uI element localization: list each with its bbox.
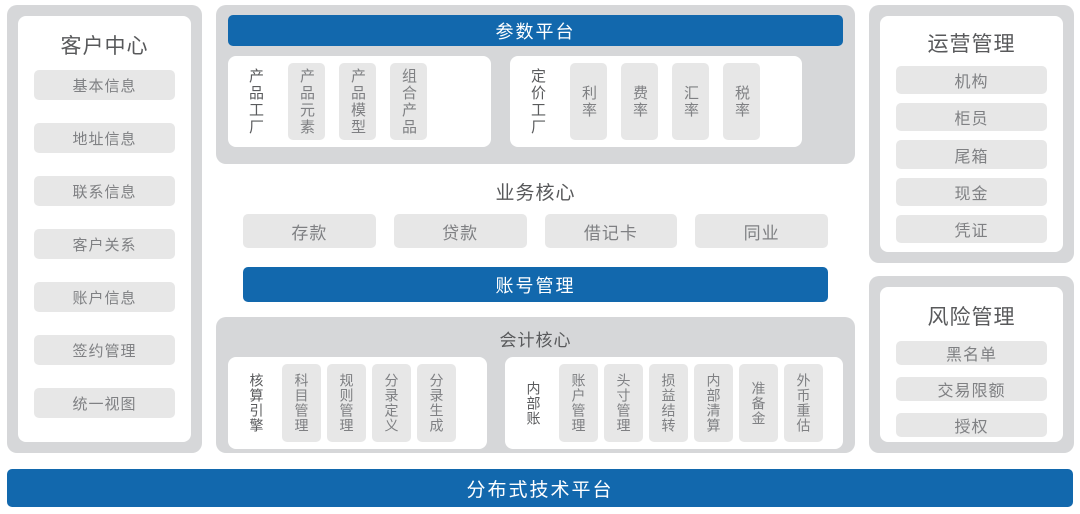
rule-management-chip[interactable]: 规则管理 [327, 364, 366, 442]
risk-management-title: 风险管理 [927, 306, 1016, 329]
product-factory-group: 产品工厂 产品元素 产品模型 组合产品 [228, 56, 491, 147]
business-core-item-interbank[interactable]: 同业 [695, 214, 828, 248]
accounting-core-title: 会计核心 [499, 331, 572, 350]
product-element-chip[interactable]: 产品元素 [288, 63, 325, 140]
customer-center-item-basic-info[interactable]: 基本信息 [34, 70, 175, 100]
accounting-core-groups: 核算引擎 科目管理 规则管理 分录定义 分录生成 内部账 账户管理 头寸管理 损… [228, 357, 843, 449]
customer-center-card: 客户中心 基本信息 地址信息 联系信息 客户关系 账户信息 签约管理 统一视图 [18, 16, 191, 442]
business-core-items: 存款 贷款 借记卡 同业 [216, 214, 855, 248]
business-core-item-deposit[interactable]: 存款 [243, 214, 376, 248]
operations-item-voucher[interactable]: 凭证 [896, 214, 1047, 244]
customer-center-item-contract-management[interactable]: 签约管理 [34, 335, 175, 365]
product-factory-label: 产品工厂 [247, 67, 264, 136]
operations-item-teller[interactable]: 柜员 [896, 103, 1047, 132]
customer-center-item-unified-view[interactable]: 统一视图 [34, 388, 175, 418]
customer-center-panel: 客户中心 基本信息 地址信息 联系信息 客户关系 账户信息 签约管理 统一视图 [7, 5, 202, 453]
business-core-item-loan[interactable]: 贷款 [393, 214, 527, 248]
business-core-item-debit-card[interactable]: 借记卡 [544, 214, 678, 248]
parameter-platform-title-bar[interactable]: 参数平台 [228, 15, 843, 46]
accounting-engine-group: 核算引擎 科目管理 规则管理 分录定义 分录生成 [228, 357, 487, 449]
parameter-platform-groups: 产品工厂 产品元素 产品模型 组合产品 定价工厂 利率 费率 汇率 税率 [228, 56, 843, 147]
operations-item-organization[interactable]: 机构 [896, 66, 1047, 95]
operations-management-panel: 运营管理 机构 柜员 尾箱 现金 凭证 [869, 5, 1074, 263]
customer-center-item-address-info[interactable]: 地址信息 [34, 123, 175, 153]
exchange-rate-chip[interactable]: 汇率 [672, 63, 709, 140]
accounting-core-panel: 会计核心 核算引擎 科目管理 规则管理 分录定义 分录生成 内部账 账户管理 头… [216, 317, 855, 453]
provision-chip[interactable]: 准备金 [739, 364, 778, 442]
tax-rate-chip[interactable]: 税率 [723, 63, 760, 140]
business-core-title: 业务核心 [495, 183, 576, 204]
internal-account-group: 内部账 账户管理 头寸管理 损益结转 内部清算 准备金 外币重估 [505, 357, 843, 449]
foreign-currency-revaluation-chip[interactable]: 外币重估 [784, 364, 823, 442]
account-management-chip[interactable]: 账户管理 [559, 364, 598, 442]
risk-management-card: 风险管理 黑名单 交易限额 授权 [880, 287, 1063, 442]
subject-management-chip[interactable]: 科目管理 [282, 364, 321, 442]
product-model-chip[interactable]: 产品模型 [339, 63, 376, 140]
risk-item-transaction-limit[interactable]: 交易限额 [896, 377, 1047, 401]
internal-clearing-chip[interactable]: 内部清算 [694, 364, 733, 442]
operations-item-cash-box[interactable]: 尾箱 [896, 140, 1047, 169]
risk-management-panel: 风险管理 黑名单 交易限额 授权 [869, 276, 1074, 453]
operations-management-title: 运营管理 [927, 33, 1016, 56]
distributed-technology-platform-bar[interactable]: 分布式技术平台 [7, 469, 1073, 507]
combined-product-chip[interactable]: 组合产品 [390, 63, 427, 140]
customer-center-item-contact-info[interactable]: 联系信息 [34, 176, 175, 206]
profit-loss-carryover-chip[interactable]: 损益结转 [649, 364, 688, 442]
entry-generation-chip[interactable]: 分录生成 [417, 364, 456, 442]
account-management-bar[interactable]: 账号管理 [243, 267, 828, 302]
customer-center-title: 客户中心 [60, 35, 149, 58]
internal-account-label: 内部账 [525, 380, 542, 426]
accounting-engine-label: 核算引擎 [248, 373, 265, 433]
business-core-section: 业务核心 存款 贷款 借记卡 同业 账号管理 [216, 168, 855, 308]
risk-item-blacklist[interactable]: 黑名单 [896, 341, 1047, 365]
center-column: 参数平台 产品工厂 产品元素 产品模型 组合产品 定价工厂 利率 费率 汇率 税… [216, 5, 855, 453]
operations-item-cash[interactable]: 现金 [896, 177, 1047, 206]
risk-item-authorization[interactable]: 授权 [896, 413, 1047, 437]
fee-rate-chip[interactable]: 费率 [621, 63, 658, 140]
pricing-factory-group: 定价工厂 利率 费率 汇率 税率 [510, 56, 802, 147]
customer-center-item-customer-relation[interactable]: 客户关系 [34, 229, 175, 259]
position-management-chip[interactable]: 头寸管理 [604, 364, 643, 442]
pricing-factory-label: 定价工厂 [529, 67, 546, 136]
entry-definition-chip[interactable]: 分录定义 [372, 364, 411, 442]
parameter-platform-panel: 参数平台 产品工厂 产品元素 产品模型 组合产品 定价工厂 利率 费率 汇率 税… [216, 5, 855, 164]
customer-center-item-account-info[interactable]: 账户信息 [34, 282, 175, 312]
operations-management-card: 运营管理 机构 柜员 尾箱 现金 凭证 [880, 16, 1063, 252]
interest-rate-chip[interactable]: 利率 [570, 63, 607, 140]
